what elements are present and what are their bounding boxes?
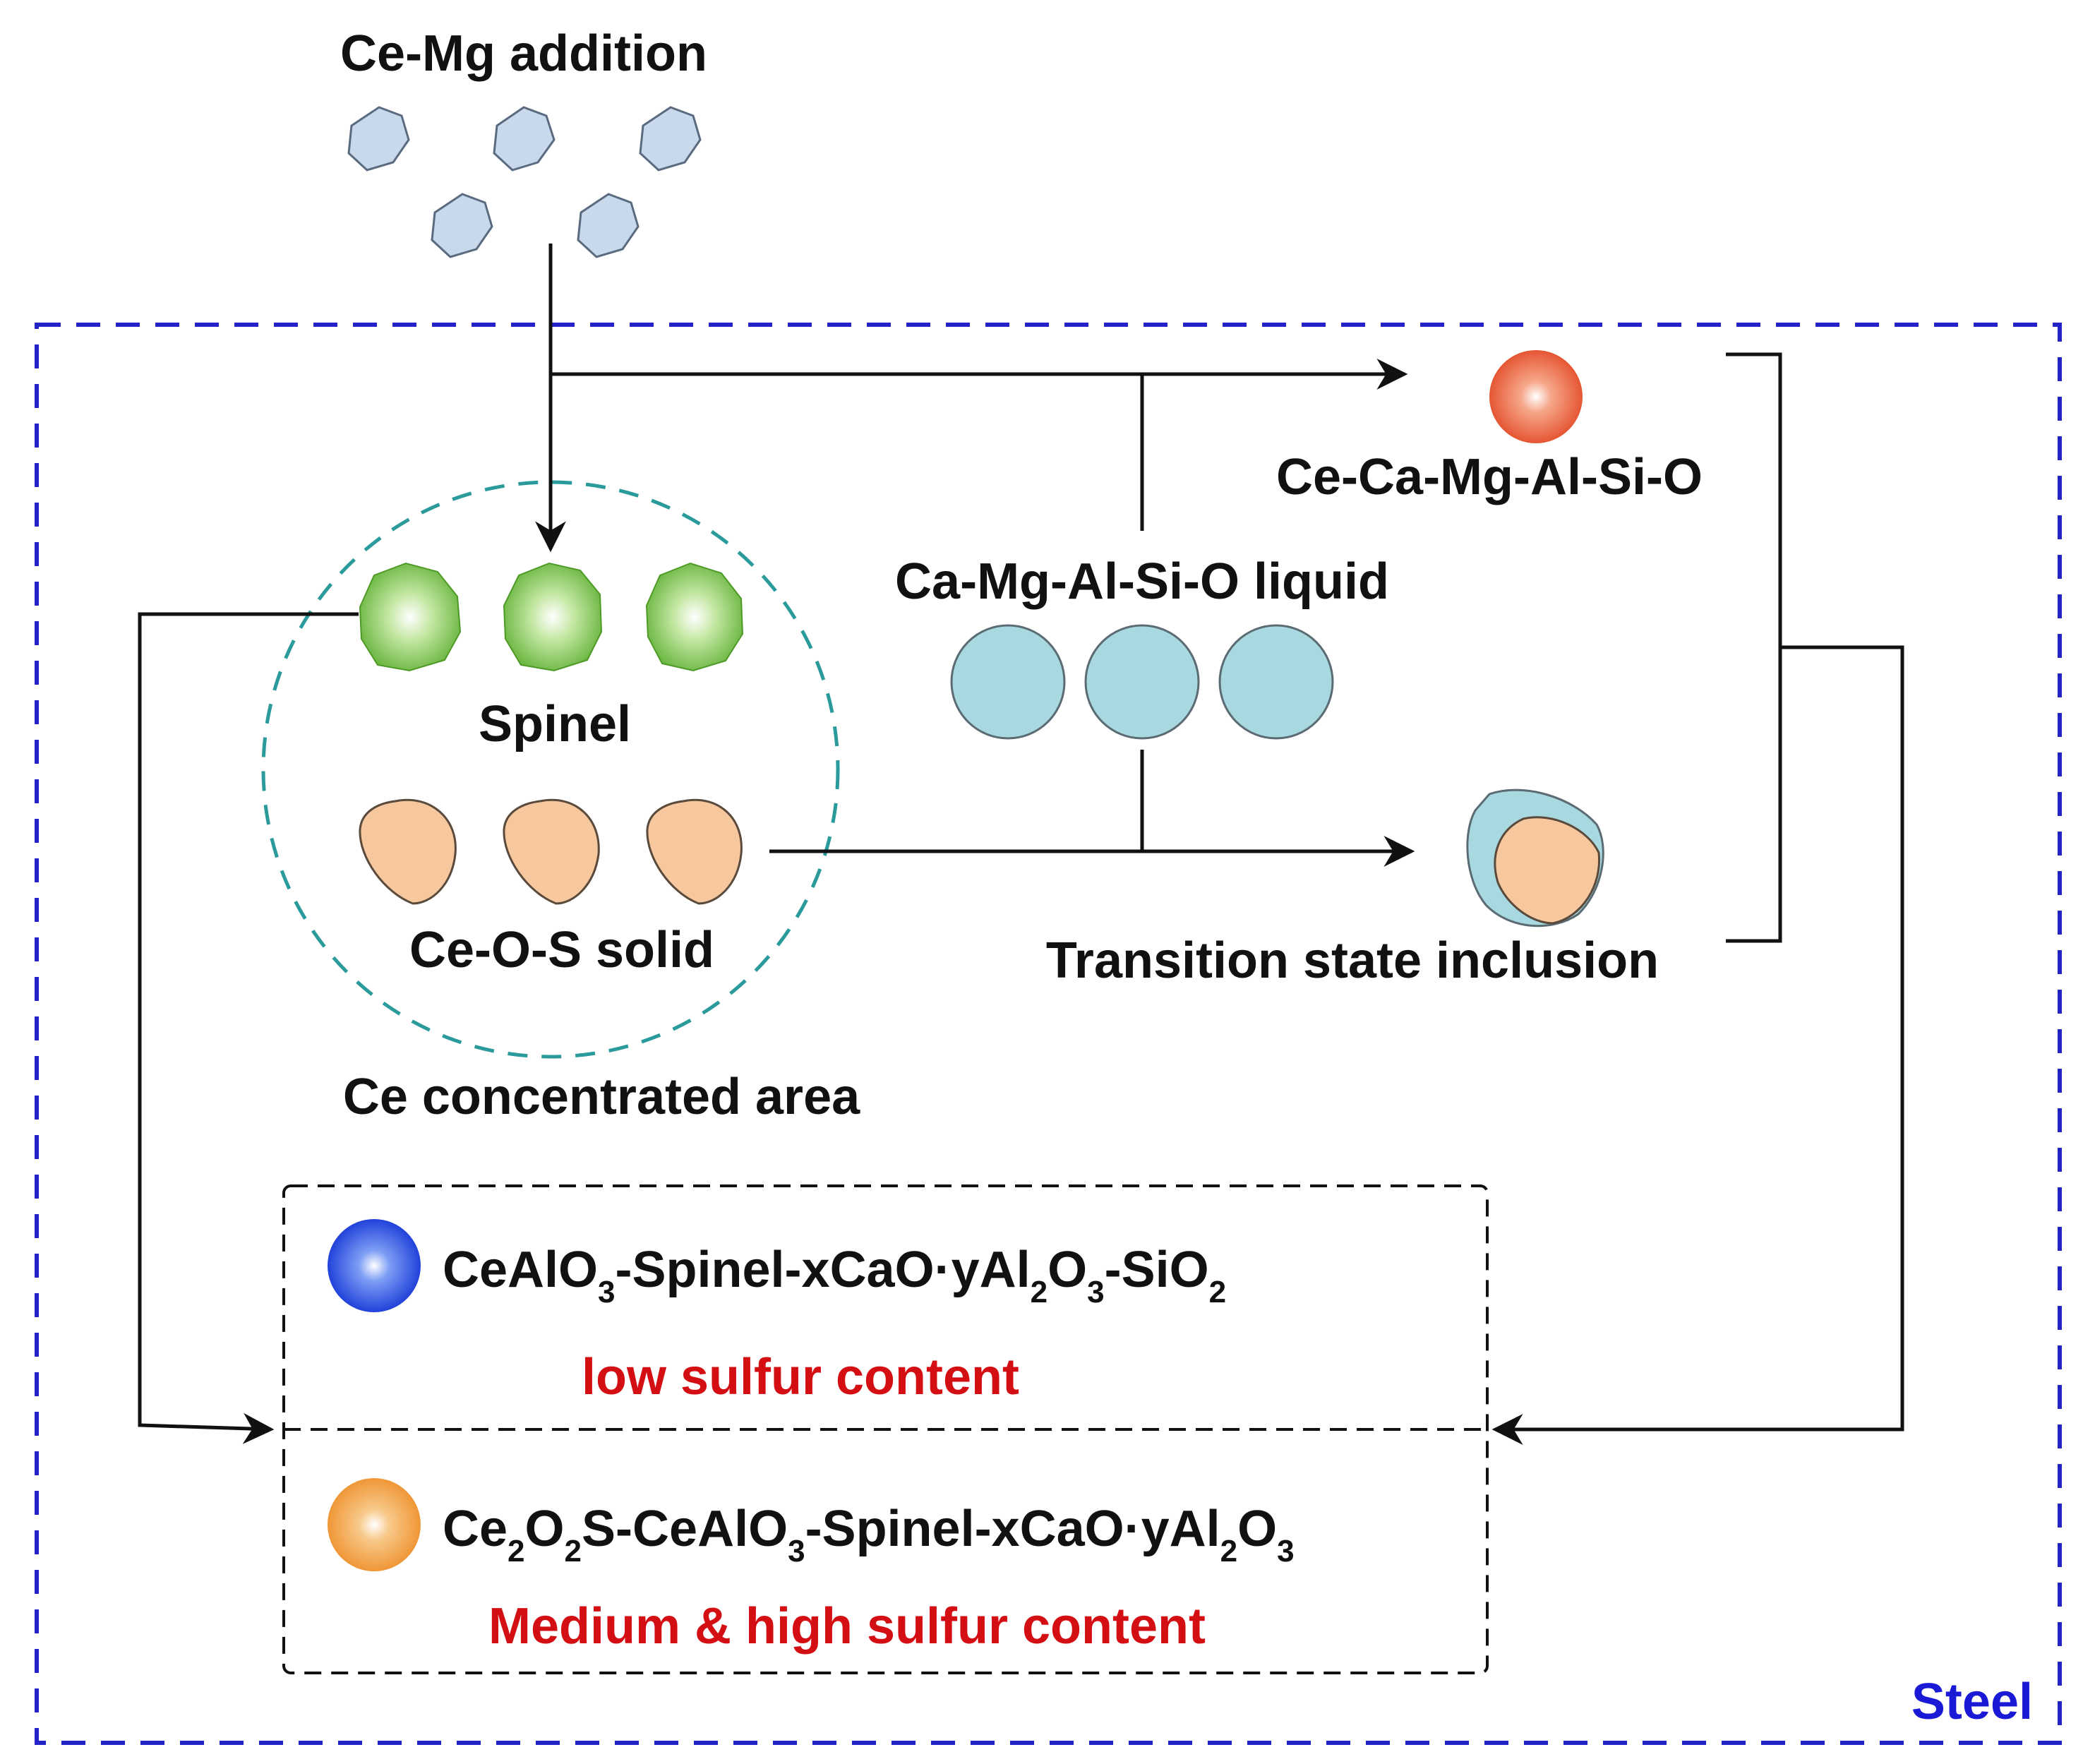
- liquid-droplet: [950, 624, 1066, 740]
- high-sulfur-condition: Medium & high sulfur content: [488, 1598, 1206, 1655]
- transition-state-inclusion-label: Transition state inclusion: [1046, 932, 1659, 989]
- arrow-bracket-to-results: [1491, 645, 1904, 1445]
- hexagon-icon: [577, 193, 640, 258]
- ca-mg-al-si-o-liquid-label: Ca-Mg-Al-Si-O liquid: [895, 553, 1389, 610]
- liquid-droplet: [1084, 624, 1200, 740]
- connectors: [138, 244, 1904, 1445]
- low-sulfur-condition: low sulfur content: [582, 1349, 1019, 1405]
- hexagon-icon: [431, 193, 493, 258]
- spinel-particle: [503, 562, 603, 672]
- steel-label: Steel: [1911, 1674, 2033, 1730]
- spinel-particle: [645, 562, 744, 672]
- ce-concentrated-area-boundary: [261, 480, 840, 1059]
- liquid-droplet: [1218, 624, 1334, 740]
- ce-o-s-particle: [503, 798, 600, 905]
- ce-o-s-particles: [359, 798, 743, 905]
- spinel-particle: [359, 562, 462, 672]
- low-sulfur-sphere: [328, 1219, 421, 1312]
- hexagon-icon: [639, 106, 702, 172]
- spinel-particles: [359, 562, 744, 672]
- ce-mg-addition-label: Ce-Mg addition: [340, 25, 707, 82]
- transition-state-particle: [1466, 788, 1604, 928]
- hexagon-icon: [493, 106, 556, 172]
- ce-o-s-solid-label: Ce-O-S solid: [409, 922, 714, 978]
- ce-o-s-particle: [646, 798, 743, 905]
- steel-boundary: [35, 323, 2062, 1745]
- ce-o-s-core: [1494, 816, 1601, 925]
- spinel-label: Spinel: [479, 696, 631, 752]
- low-sulfur-formula: CeAlO3-Spinel-xCaO·yAl2O3-SiO2: [443, 1242, 1226, 1309]
- right-bracket: [1726, 352, 1782, 943]
- ce-mg-particles: [347, 106, 702, 258]
- arrow-spinel-to-results: [138, 612, 359, 1444]
- liquid-droplets: [950, 624, 1334, 740]
- ce-o-s-particle: [359, 798, 457, 905]
- ce-concentrated-area-label: Ce concentrated area: [343, 1069, 860, 1125]
- result-box: [282, 1184, 1489, 1674]
- ce-ca-mg-al-si-o-label: Ce-Ca-Mg-Al-Si-O: [1276, 449, 1703, 505]
- high-sulfur-formula: Ce2O2S-CeAlO3-Spinel-xCaO·yAl2O3: [443, 1501, 1295, 1568]
- hexagon-icon: [347, 106, 410, 172]
- ce-ca-mg-al-si-o-sphere: [1489, 350, 1583, 443]
- high-sulfur-sphere: [328, 1478, 421, 1571]
